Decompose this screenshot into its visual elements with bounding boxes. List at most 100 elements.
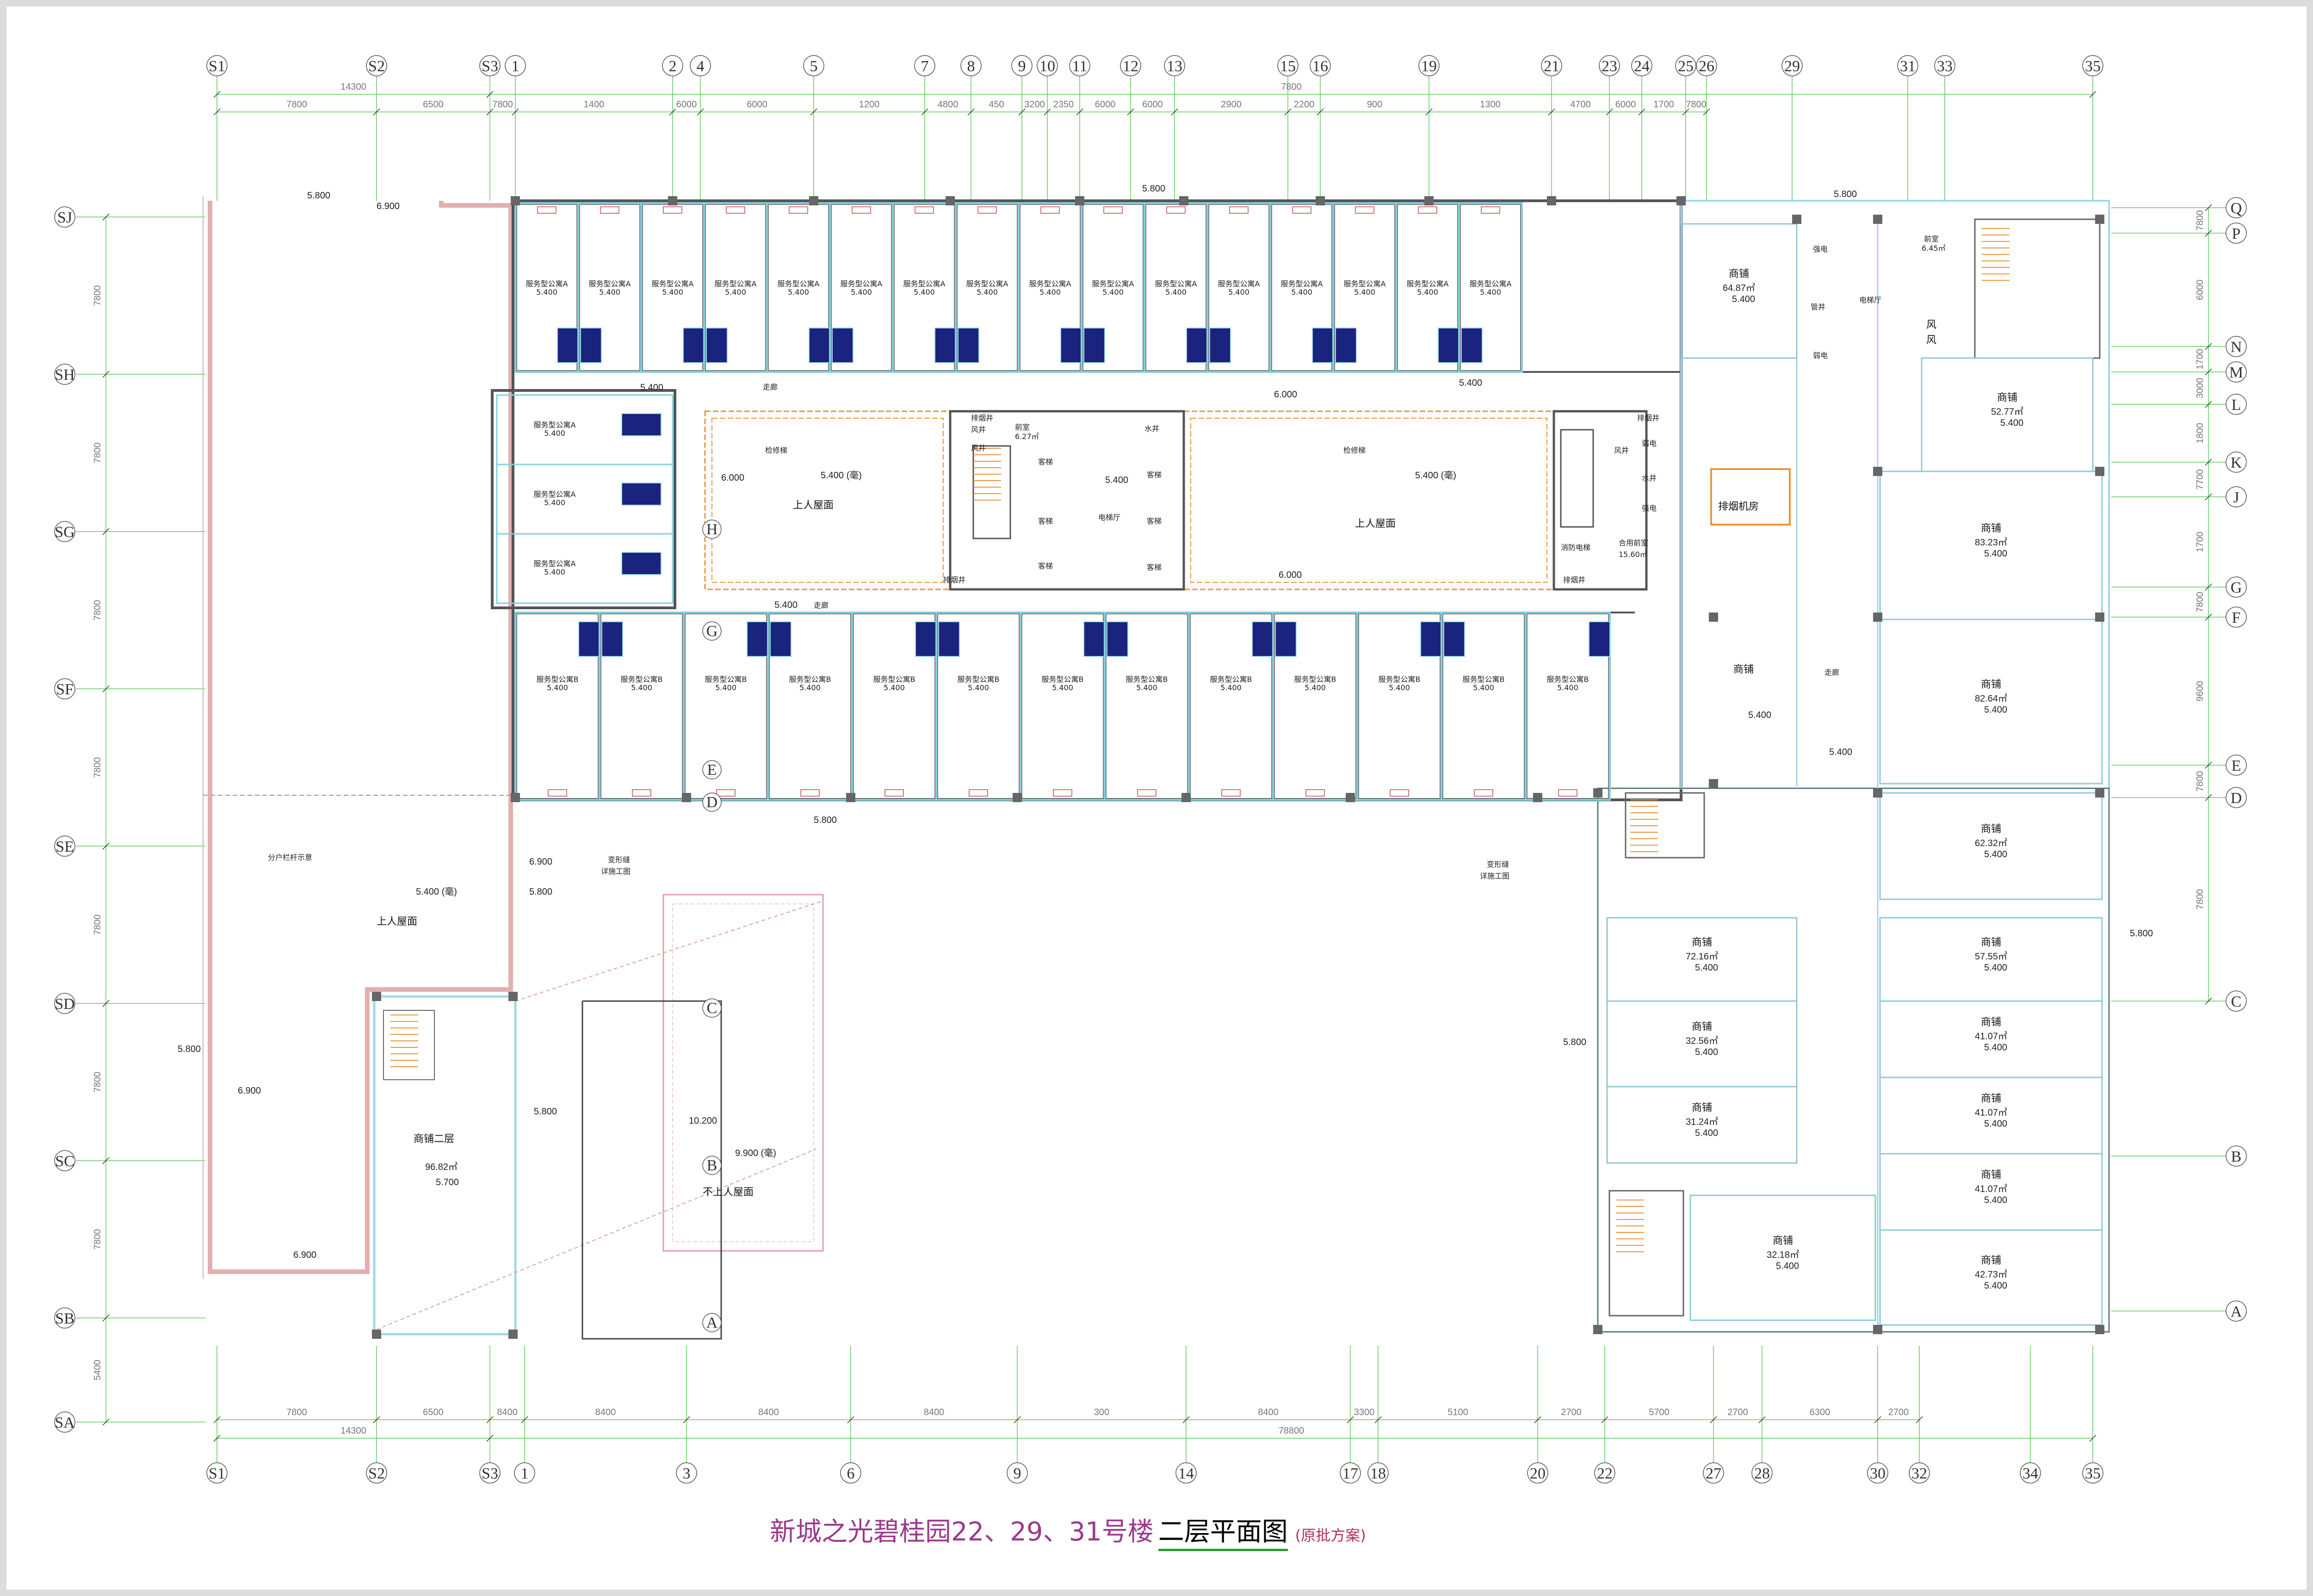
axis-bubble xyxy=(54,206,75,228)
dim-tick xyxy=(2205,613,2212,621)
structural-column xyxy=(508,1330,518,1339)
axis-label-top: 19 xyxy=(1421,58,1437,75)
axis-bubble xyxy=(2226,990,2247,1012)
structural-column xyxy=(2095,215,2104,224)
door-mark xyxy=(1474,789,1493,797)
axis-bubble xyxy=(1069,55,1090,76)
axis-label-top: 11 xyxy=(1072,58,1088,75)
dim-tick xyxy=(2205,229,2212,237)
door-mark xyxy=(600,206,619,214)
dim-bot1-text: 8400 xyxy=(758,1407,779,1417)
dim-tick xyxy=(2205,997,2212,1005)
dim-right-text: 7800 xyxy=(2195,210,2205,231)
level-top-right: 5.800 xyxy=(1834,189,1857,199)
apartment-label: 服务型公寓B xyxy=(1463,675,1505,684)
balcony-window xyxy=(621,552,662,575)
axis-label-left: SD xyxy=(55,996,74,1013)
dim-top2-text: 6000 xyxy=(747,99,767,110)
apartment-label: 服务型公寓A xyxy=(1092,279,1134,288)
level-e13: 5.400 xyxy=(1105,475,1128,485)
level-roof-left: 5.400 (毫) xyxy=(416,886,457,897)
balcony-window xyxy=(1060,328,1082,363)
structural-column xyxy=(1593,788,1602,798)
dim-tick xyxy=(373,108,380,116)
axis-label-bottom: 6 xyxy=(847,1465,855,1482)
dim-top1-text: 7800 xyxy=(1281,82,1302,92)
apartment-level: 5.400 xyxy=(1480,288,1501,297)
axis-bubble xyxy=(1037,55,1058,76)
apartment-label: 服务型公寓A xyxy=(1218,279,1260,288)
label-smoke-well-a: 排烟井 xyxy=(971,414,993,422)
axis-bubble xyxy=(54,521,75,542)
dim-tick xyxy=(1710,1416,1717,1423)
dim-top2-text: 1200 xyxy=(859,99,880,110)
apartment-level: 5.400 xyxy=(788,288,809,297)
shop-area: 41.07㎡ xyxy=(1975,1031,2007,1042)
level-e14: 5.400 xyxy=(1748,710,1771,720)
structural-column xyxy=(682,793,691,802)
apartment-label: 服务型公寓B xyxy=(1210,675,1252,684)
apartment-label: 服务型公寓B xyxy=(873,675,915,684)
apartment-level: 5.400 xyxy=(968,683,989,692)
apartment-label: 服务型公寓A xyxy=(715,279,757,288)
axis-bubble xyxy=(366,55,387,76)
dim-top2-text: 6000 xyxy=(1095,99,1116,110)
dim-tick xyxy=(102,1157,110,1164)
label-wind-2: 风 xyxy=(1926,334,1936,346)
axis-bubble-inner xyxy=(702,760,722,779)
dim-tick xyxy=(2205,493,2212,501)
dim-tick xyxy=(1076,108,1083,116)
apartment-level: 5.400 xyxy=(725,288,746,297)
structural-column xyxy=(1676,196,1686,205)
structural-column xyxy=(2095,467,2104,476)
shop-cell xyxy=(1606,1086,1798,1164)
commercial-block xyxy=(1597,200,2110,1333)
plan-labels: 检修梯 检修梯 上人屋面 上人屋面 5.400 (毫) 5.400 (毫) 走廊… xyxy=(178,184,2153,1260)
dim-bot1-text: 5100 xyxy=(1447,1407,1468,1417)
dim-tick xyxy=(1127,108,1134,116)
shop-area: 72.16㎡ xyxy=(1686,951,1718,962)
dim-top2-text: 2350 xyxy=(1053,99,1074,110)
structural-column xyxy=(1533,793,1542,802)
dim-top2-text: 1300 xyxy=(1480,99,1501,110)
axis-bubble xyxy=(2082,1462,2103,1484)
shop-label: 商铺 xyxy=(1981,937,2001,948)
dim-bot2-text: 78800 xyxy=(1279,1426,1305,1436)
dim-left-text: 7800 xyxy=(93,600,103,621)
level-e18: 6.000 xyxy=(721,473,744,483)
dim-tick xyxy=(847,1416,854,1423)
axis-label-bottom: S3 xyxy=(482,1465,498,1482)
dim-tick xyxy=(1182,1416,1190,1423)
axis-label-inner: G xyxy=(706,623,718,640)
axis-label-inner: D xyxy=(706,794,718,811)
structural-column xyxy=(2095,1325,2104,1334)
axis-bubble xyxy=(2226,361,2247,383)
shop-label: 商铺 xyxy=(1981,1169,2001,1181)
dim-tick xyxy=(486,91,494,98)
dim-right-text: 7800 xyxy=(2195,771,2205,792)
axis-label-top: 7 xyxy=(921,58,929,75)
apartment-level: 5.400 xyxy=(544,429,565,438)
level-e11: 5.400 xyxy=(1459,378,1482,388)
shop-cell xyxy=(1879,1229,2103,1326)
label-roof-no-access: 不上人屋面 xyxy=(703,1187,754,1198)
dim-tick xyxy=(2205,204,2212,211)
shop-level: 5.400 xyxy=(1984,1281,2007,1291)
shop-label: 商铺 xyxy=(1729,268,1749,280)
axis-label-right: P xyxy=(2232,225,2241,242)
level-e7: 5.800 xyxy=(814,815,837,825)
door-mark xyxy=(884,789,904,797)
shop-level: 5.400 xyxy=(1984,1043,2007,1053)
axis-label-top: 12 xyxy=(1123,58,1138,75)
apartment-level: 5.400 xyxy=(1102,288,1124,297)
balcony-window xyxy=(1209,328,1231,363)
axis-bubble xyxy=(54,678,75,699)
apartment-label: 服务型公寓A xyxy=(652,279,694,288)
axis-bubble xyxy=(2226,1145,2247,1167)
axis-label-top: 16 xyxy=(1312,58,1328,75)
apartment-level: 5.400 xyxy=(715,683,736,692)
dim-tick xyxy=(1916,1416,1923,1423)
level-lower-roof-b: 9.900 (毫) xyxy=(735,1148,776,1158)
dim-tick xyxy=(1425,108,1433,116)
axis-label-top: 15 xyxy=(1280,58,1296,75)
